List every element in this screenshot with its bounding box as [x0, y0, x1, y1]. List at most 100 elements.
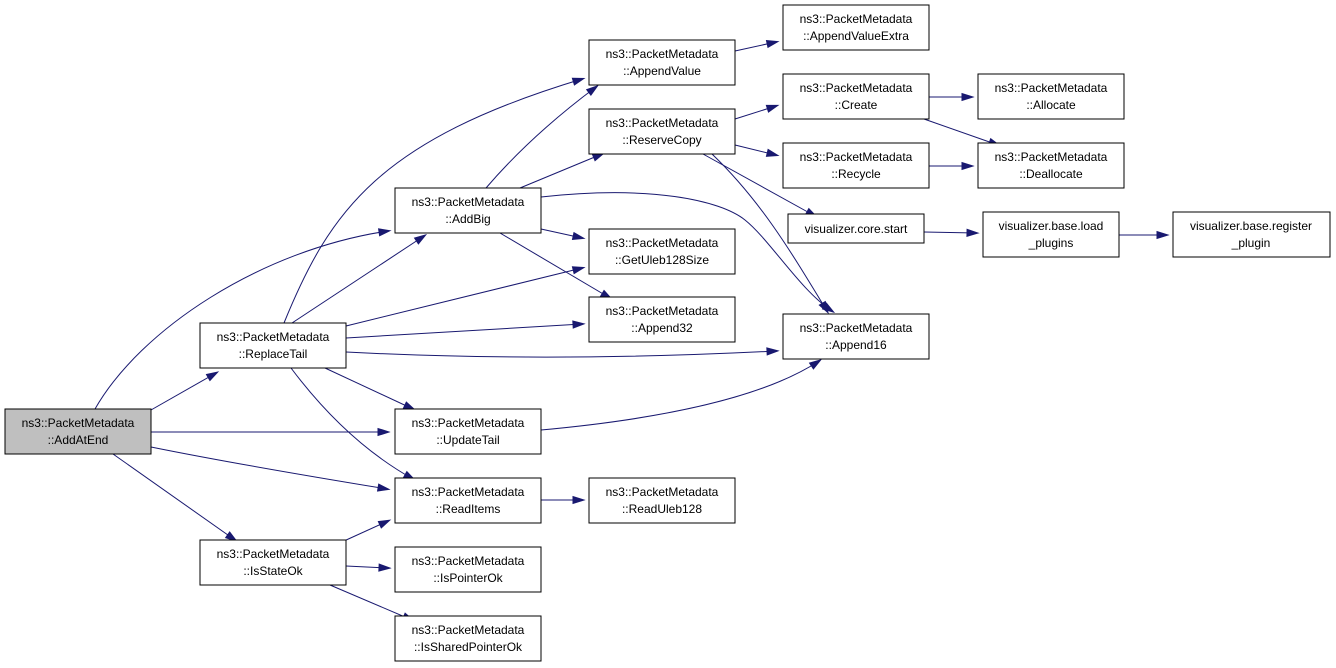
node-loadplugins-line2: _plugins	[1028, 236, 1074, 250]
edge-addatend-to-isstateok	[112, 453, 236, 541]
call-graph-edges	[94, 39, 1170, 622]
node-issharedpointerok-line1: ns3::PacketMetadata	[412, 623, 525, 637]
node-isstateok-line1: ns3::PacketMetadata	[217, 547, 330, 561]
edge-replacetail-to-updatetail	[324, 367, 414, 410]
edge-isstateok-to-issharedpointerok	[329, 584, 413, 621]
arrowhead-addatend-to-isstateok	[224, 531, 238, 543]
node-readitems-line1: ns3::PacketMetadata	[412, 485, 525, 499]
arrowhead-loadplugins-to-registerplugin	[1156, 230, 1170, 240]
edge-addatend-to-replacetail	[150, 372, 217, 411]
node-reservecopy-line1: ns3::PacketMetadata	[606, 116, 719, 130]
node-appendvalue-line1: ns3::PacketMetadata	[606, 47, 719, 61]
node-append16-line2: ::Append16	[825, 338, 887, 352]
node-readuleb128[interactable]: ns3::PacketMetadata ::ReadUleb128	[588, 477, 736, 524]
node-replacetail[interactable]: ns3::PacketMetadata ::ReplaceTail	[199, 322, 347, 369]
node-ispointerok[interactable]: ns3::PacketMetadata ::IsPointerOk	[394, 546, 542, 593]
edge-addatend-to-addbig	[94, 230, 389, 410]
edge-addbig-to-reservecopy	[519, 153, 603, 189]
arrowhead-recycle-to-deallocate	[961, 161, 975, 171]
edge-replacetail-to-getuleb128size	[345, 267, 583, 327]
node-append32-line2: ::Append32	[631, 321, 693, 335]
node-corestart-line1: visualizer.core.start	[805, 222, 908, 236]
arrowhead-addatend-to-updatetail	[377, 427, 391, 437]
node-append32-line1: ns3::PacketMetadata	[606, 304, 719, 318]
node-addbig-line2: ::AddBig	[445, 212, 490, 226]
node-addbig-line1: ns3::PacketMetadata	[412, 195, 525, 209]
arrowhead-isstateok-to-readitems	[377, 519, 392, 529]
node-appendvalueextra-line2: ::AppendValueExtra	[803, 29, 909, 43]
node-updatetail[interactable]: ns3::PacketMetadata ::UpdateTail	[394, 408, 542, 455]
edge-create-to-deallocate	[923, 118, 999, 146]
node-append32[interactable]: ns3::PacketMetadata ::Append32	[588, 296, 736, 343]
node-recycle[interactable]: ns3::PacketMetadata ::Recycle	[782, 142, 930, 189]
node-ispointerok-line2: ::IsPointerOk	[433, 571, 503, 585]
arrowhead-reservecopy-to-create	[765, 104, 780, 113]
node-deallocate-line2: ::Deallocate	[1019, 167, 1083, 181]
node-appendvalue[interactable]: ns3::PacketMetadata ::AppendValue	[588, 39, 736, 86]
arrowhead-replacetail-to-append32	[572, 320, 586, 329]
node-allocate-line2: ::Allocate	[1026, 98, 1076, 112]
node-corestart[interactable]: visualizer.core.start	[787, 213, 925, 244]
node-create[interactable]: ns3::PacketMetadata ::Create	[782, 73, 930, 120]
node-reservecopy-line2: ::ReserveCopy	[622, 133, 701, 147]
arrowhead-addbig-to-appendvalue	[585, 84, 599, 97]
node-allocate[interactable]: ns3::PacketMetadata ::Allocate	[977, 73, 1125, 120]
edge-addbig-to-appendvalue	[485, 86, 597, 189]
arrowhead-create-to-allocate	[961, 92, 975, 102]
node-addatend-line2: ::AddAtEnd	[48, 433, 109, 447]
node-allocate-line1: ns3::PacketMetadata	[995, 81, 1108, 95]
arrowhead-corestart-to-loadplugins	[966, 228, 980, 238]
node-append16-line1: ns3::PacketMetadata	[800, 321, 913, 335]
node-registerplugin-line1: visualizer.base.register	[1190, 219, 1312, 233]
node-getuleb128size-line1: ns3::PacketMetadata	[606, 236, 719, 250]
node-isstateok-line2: ::IsStateOk	[243, 564, 303, 578]
arrowhead-addatend-to-addbig	[377, 228, 392, 237]
node-replacetail-line1: ns3::PacketMetadata	[217, 330, 330, 344]
arrowhead-addatend-to-replacetail	[205, 371, 220, 382]
node-deallocate[interactable]: ns3::PacketMetadata ::Deallocate	[977, 142, 1125, 189]
arrowhead-reservecopy-to-recycle	[765, 148, 780, 157]
node-create-line1: ns3::PacketMetadata	[800, 81, 913, 95]
node-registerplugin-line2: _plugin	[1231, 236, 1271, 250]
arrowhead-replacetail-to-getuleb128size	[571, 266, 586, 275]
node-issharedpointerok-line2: ::IsSharedPointerOk	[414, 640, 523, 654]
arrowhead-readitems-to-readuleb128	[572, 495, 586, 505]
node-readitems[interactable]: ns3::PacketMetadata ::ReadItems	[394, 477, 542, 524]
arrowhead-updatetail-to-append16	[808, 358, 823, 370]
node-replacetail-line2: ::ReplaceTail	[239, 347, 308, 361]
node-issharedpointerok[interactable]: ns3::PacketMetadata ::IsSharedPointerOk	[394, 615, 542, 662]
node-updatetail-line1: ns3::PacketMetadata	[412, 416, 525, 430]
edge-updatetail-to-append16	[540, 360, 820, 431]
arrowhead-isstateok-to-ispointerok	[378, 563, 392, 572]
edge-replacetail-to-addbig	[291, 235, 425, 324]
node-getuleb128size-line2: ::GetUleb128Size	[615, 253, 709, 267]
node-deallocate-line1: ns3::PacketMetadata	[995, 150, 1108, 164]
node-getuleb128size[interactable]: ns3::PacketMetadata ::GetUleb128Size	[588, 228, 736, 275]
arrowhead-replacetail-to-addbig	[413, 233, 428, 245]
node-loadplugins-line1: visualizer.base.load	[999, 219, 1104, 233]
call-graph-nodes: ns3::PacketMetadata ::AddAtEnd ns3::Pack…	[4, 4, 1331, 662]
node-appendvalueextra[interactable]: ns3::PacketMetadata ::AppendValueExtra	[782, 4, 930, 51]
edge-replacetail-to-append16	[345, 350, 777, 358]
node-addatend[interactable]: ns3::PacketMetadata ::AddAtEnd	[4, 408, 152, 455]
arrowhead-replacetail-to-appendvalue	[571, 77, 586, 86]
node-append16[interactable]: ns3::PacketMetadata ::Append16	[782, 313, 930, 360]
node-loadplugins[interactable]: visualizer.base.load _plugins	[982, 211, 1120, 258]
node-registerplugin[interactable]: visualizer.base.register _plugin	[1172, 211, 1331, 258]
edge-addbig-to-append16	[540, 192, 833, 312]
node-addbig[interactable]: ns3::PacketMetadata ::AddBig	[394, 187, 542, 234]
node-readuleb128-line2: ::ReadUleb128	[622, 502, 702, 516]
arrowhead-appendvalue-to-appendvalueextra	[765, 39, 780, 49]
node-isstateok[interactable]: ns3::PacketMetadata ::IsStateOk	[199, 539, 347, 586]
node-readuleb128-line1: ns3::PacketMetadata	[606, 485, 719, 499]
arrowhead-addbig-to-getuleb128size	[571, 231, 586, 241]
edge-addbig-to-append32	[499, 232, 611, 299]
node-reservecopy[interactable]: ns3::PacketMetadata ::ReserveCopy	[588, 108, 736, 155]
node-appendvalue-line2: ::AppendValue	[623, 64, 701, 78]
arrowhead-addatend-to-readitems	[376, 483, 391, 492]
edge-reservecopy-to-corestart	[702, 153, 816, 217]
arrowhead-replacetail-to-append16	[766, 347, 780, 356]
arrowhead-reservecopy-to-append16	[818, 300, 829, 315]
node-addatend-line1: ns3::PacketMetadata	[22, 416, 135, 430]
